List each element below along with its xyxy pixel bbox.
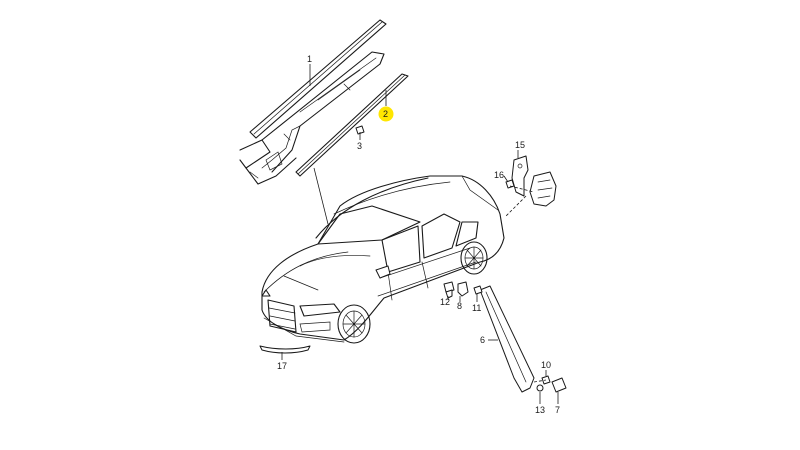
roof-moulding[interactable] [295,73,409,177]
callout-3[interactable]: 3 [357,141,362,151]
callout-labels: 1 2 3 6 7 8 10 11 12 13 15 16 17 [277,54,560,415]
callout-13[interactable]: 13 [535,405,545,415]
callout-12[interactable]: 12 [440,297,450,307]
callout-17[interactable]: 17 [277,361,287,371]
roof-detail [239,19,409,185]
clip-11[interactable] [473,285,483,295]
nut-13[interactable] [536,384,544,392]
callout-2[interactable]: 2 [383,109,388,119]
callout-11[interactable]: 11 [472,303,481,313]
moulding-clip[interactable] [355,125,365,135]
clip-12[interactable] [443,281,455,293]
clip-8[interactable] [457,281,469,297]
front-trim-strip[interactable] [259,345,311,354]
roof-frame-panel [239,51,385,185]
callout-8[interactable]: 8 [457,301,462,311]
pillar-trim-assembly [443,281,567,393]
roof-detail-pointer [313,167,329,225]
clip-12-base [445,289,453,299]
callout-6[interactable]: 6 [480,335,485,345]
callout-15[interactable]: 15 [515,140,525,150]
rear-bracket-assembly [505,155,557,217]
leader-lines [281,64,559,404]
callout-2-highlight [378,106,394,122]
callout-16[interactable]: 16 [494,170,504,180]
callout-7[interactable]: 7 [555,405,560,415]
roof-trim-strip[interactable] [249,19,387,139]
cap-7[interactable] [551,377,567,393]
car-body [261,175,505,344]
rear-bracket[interactable] [511,155,529,197]
callout-10[interactable]: 10 [541,360,551,370]
callout-1[interactable]: 1 [307,54,312,64]
